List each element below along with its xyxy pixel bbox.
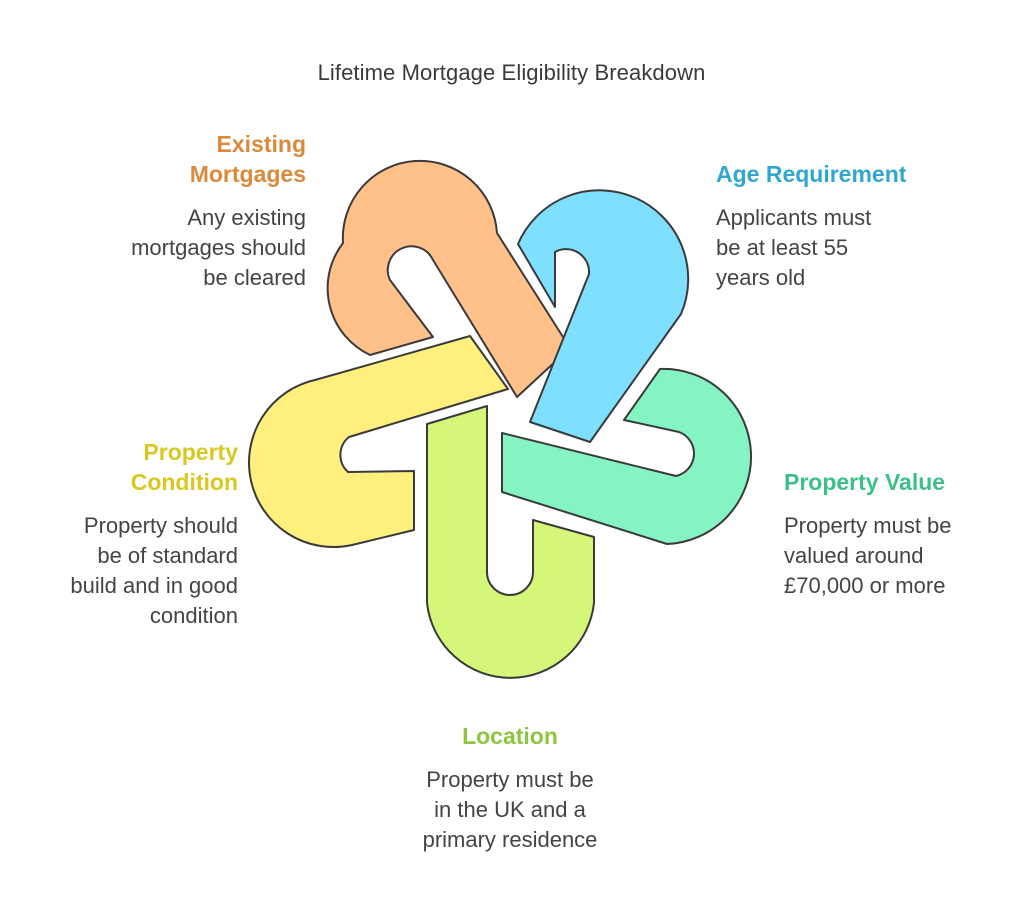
location-block: Location Property must be in the UK and … — [360, 721, 660, 855]
age-requirement-block: Age Requirement Applicants must be at le… — [716, 159, 996, 293]
existing-mortgages-block: Existing Mortgages Any existing mortgage… — [46, 129, 306, 293]
age-requirement-loop — [517, 189, 690, 443]
location-description: Property must be in the UK and a primary… — [422, 767, 598, 852]
property-value-heading: Property Value — [784, 469, 946, 495]
property-value-description: Property must be valued around £70,000 o… — [784, 513, 952, 598]
location-heading: Location — [462, 723, 558, 749]
property-condition-heading: Property Condition — [130, 439, 238, 495]
property-condition-description: Property should be of standard build and… — [70, 513, 238, 628]
age-requirement-heading: Age Requirement — [716, 161, 907, 187]
age-requirement-description: Applicants must be at least 55 years old — [716, 205, 872, 290]
existing-mortgages-heading: Existing Mortgages — [189, 131, 306, 187]
property-value-loop — [501, 367, 752, 545]
property-value-block: Property Value Property must be valued a… — [784, 467, 1019, 601]
diagram-title: Lifetime Mortgage Eligibility Breakdown — [317, 60, 706, 85]
existing-mortgages-description: Any existing mortgages should be cleared — [131, 205, 306, 290]
property-condition-loop — [247, 335, 509, 548]
property-condition-block: Property Condition Property should be of… — [0, 437, 238, 631]
location-loop — [426, 405, 595, 679]
existing-mortgages-loop — [326, 159, 571, 398]
